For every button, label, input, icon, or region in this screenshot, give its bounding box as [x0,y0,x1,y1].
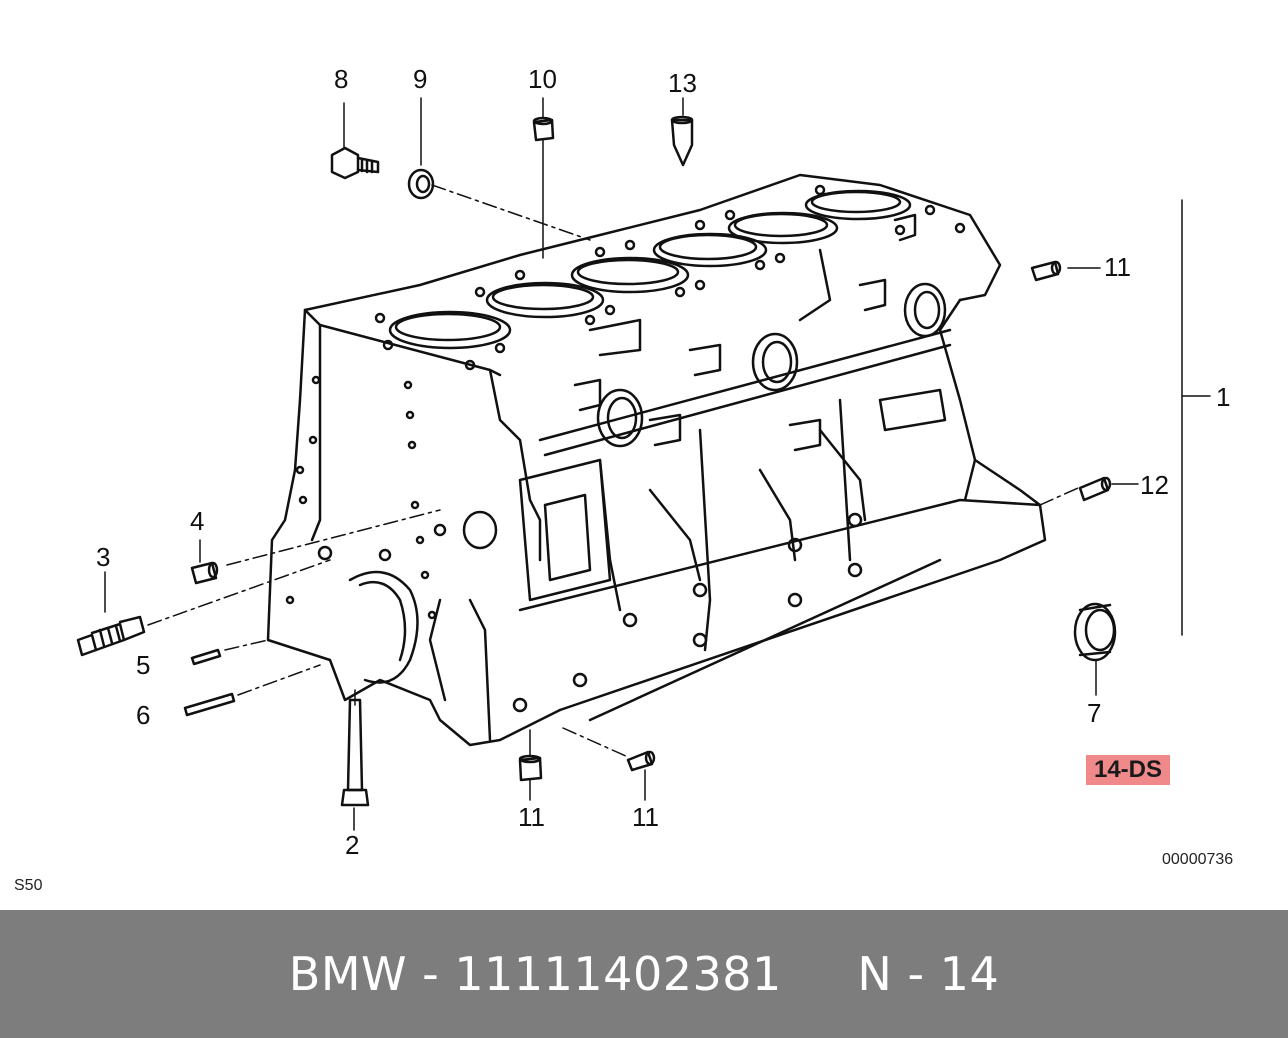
callout-6: 6 [136,700,151,730]
footer-separator: - [407,947,455,1001]
footer-spacer [782,947,858,1001]
part-9-washer [407,168,435,200]
callout-3: 3 [96,542,111,572]
callout-10: 10 [528,64,557,94]
callout-11-bottom-right: 11 [632,802,659,832]
footer-part-number: 11111402381 [454,947,782,1001]
footer-position-label: N [857,947,893,1001]
footer-banner: BMW - 11111402381 N - 14 [0,910,1288,1038]
series-code: S50 [14,877,43,894]
callout-1: 1 [1216,382,1231,412]
engine-block-diagram [76,97,1211,831]
callout-11-top: 11 [1104,252,1131,282]
drawing-number: 00000736 [1162,851,1234,868]
callout-8: 8 [334,64,349,94]
engine-block [266,173,1047,747]
part-11-sleeve-bottom [518,754,543,782]
footer-brand: BMW [288,947,407,1001]
footer-separator-2: - [892,947,940,1001]
part-5-pin [190,648,222,666]
part-12-dowel [1078,476,1112,502]
part-7-seal [1073,602,1117,662]
part-2-bolt [340,698,370,807]
part-11-dowel-top [1030,260,1062,282]
part-3-sensor [76,615,146,657]
solid-leaders [104,97,1211,831]
callout-4: 4 [190,506,205,536]
callout-11-bottom-left: 11 [518,802,545,832]
part-6-pin [183,692,236,717]
part-13-plug [670,115,694,167]
leader-lines [147,184,1079,758]
callout-7: 7 [1087,698,1102,728]
part-11-dowel-bottom [626,750,656,772]
callout-9: 9 [413,64,428,94]
highlight-tag-14-ds: 14-DS [1086,755,1170,785]
part-10-sleeve [532,116,555,142]
callout-13: 13 [668,68,697,98]
footer-position-number: 14 [939,947,1000,1001]
callout-12: 12 [1140,470,1169,500]
callout-5: 5 [136,650,151,680]
callout-2: 2 [345,830,360,860]
part-4-sleeve [190,561,219,585]
part-8-bolt [330,146,380,180]
